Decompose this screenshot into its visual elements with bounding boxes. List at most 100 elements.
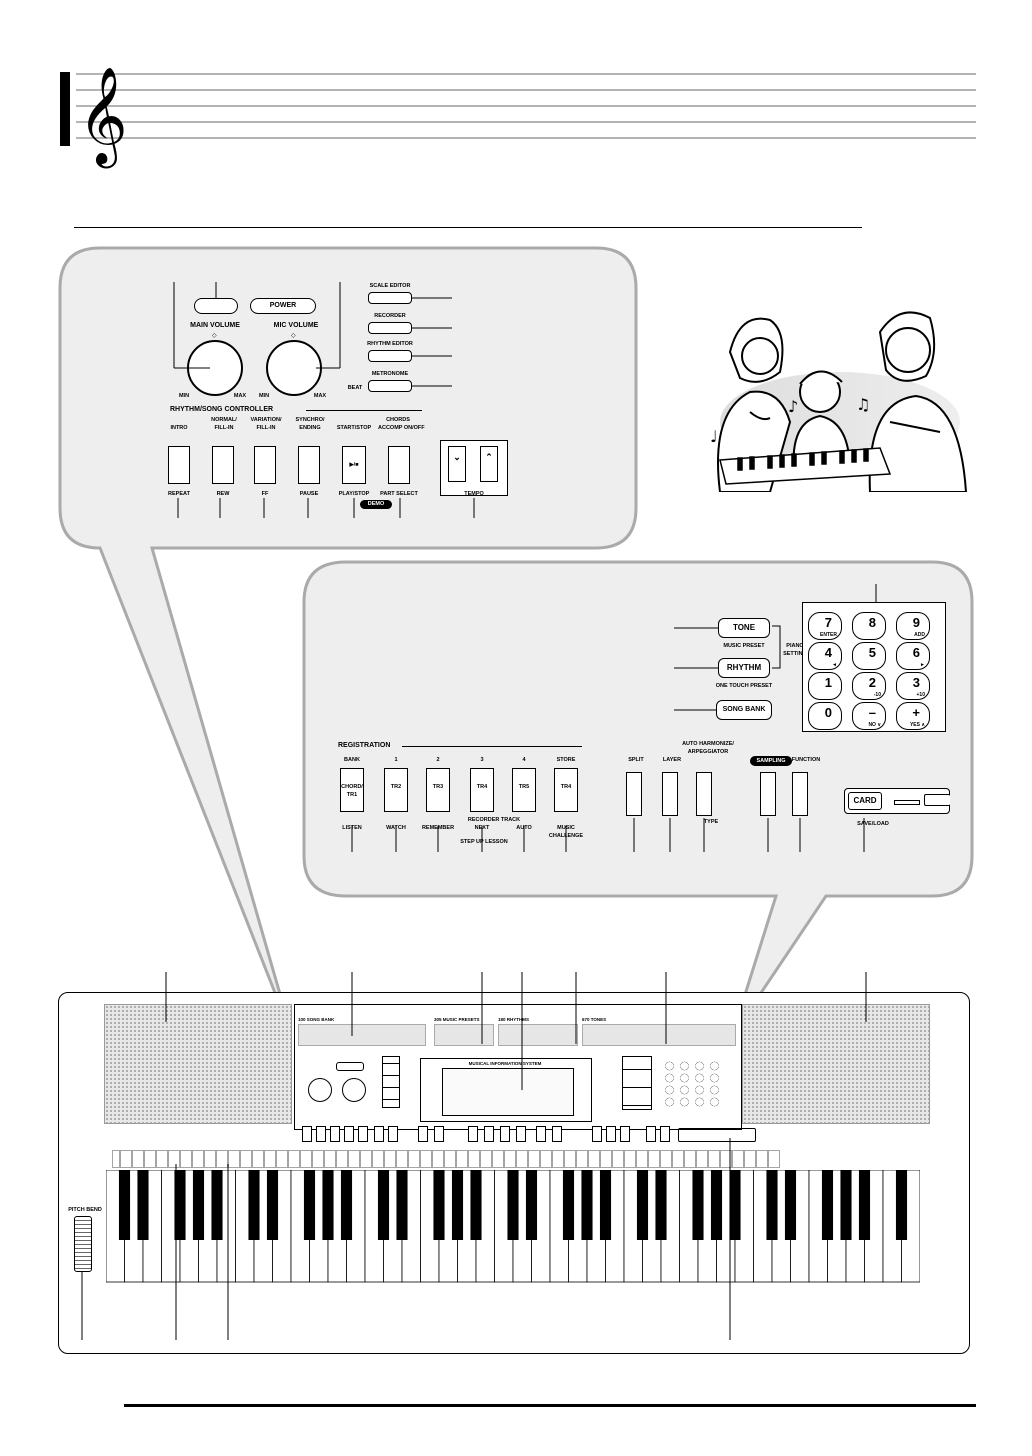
layer-button[interactable] <box>662 772 678 816</box>
number-key-6[interactable]: 1 <box>808 672 842 700</box>
mini-numpad[interactable] <box>662 1060 722 1108</box>
console-mini-button[interactable] <box>468 1126 478 1142</box>
black-key[interactable] <box>784 1170 797 1240</box>
metronome-button[interactable] <box>368 380 412 392</box>
black-key[interactable] <box>636 1170 649 1240</box>
registration-button-4[interactable]: TR5 <box>512 768 536 812</box>
mini-card-slot[interactable] <box>678 1128 756 1142</box>
card-button[interactable]: CARD <box>848 792 882 810</box>
black-key[interactable] <box>396 1170 408 1240</box>
black-key[interactable] <box>858 1170 871 1240</box>
rhythm-editor-button[interactable] <box>368 350 412 362</box>
console-mini-button[interactable] <box>374 1126 384 1142</box>
mini-side-buttons[interactable] <box>382 1056 400 1108</box>
black-key[interactable] <box>655 1170 667 1240</box>
console-mini-button[interactable] <box>536 1126 546 1142</box>
registration-button-1[interactable]: TR2 <box>384 768 408 812</box>
registration-button-5[interactable]: TR4 <box>554 768 578 812</box>
console-mini-button[interactable] <box>606 1126 616 1142</box>
console-mini-button[interactable] <box>620 1126 630 1142</box>
number-key-7[interactable]: 2-10 <box>852 672 886 700</box>
intro-button[interactable] <box>168 446 190 484</box>
rhythm-button[interactable]: RHYTHM <box>718 658 770 678</box>
black-key[interactable] <box>895 1170 908 1240</box>
black-key[interactable] <box>581 1170 593 1240</box>
black-key[interactable] <box>211 1170 223 1240</box>
number-key-8[interactable]: 3+10 <box>896 672 930 700</box>
recorder-button[interactable] <box>368 322 412 334</box>
black-key[interactable] <box>470 1170 482 1240</box>
piano-keyboard[interactable] <box>106 1170 920 1284</box>
number-key-5[interactable]: 6► <box>896 642 930 670</box>
power-button[interactable]: POWER <box>250 298 316 314</box>
accomp-on-off-button[interactable] <box>388 446 410 484</box>
black-key[interactable] <box>821 1170 834 1240</box>
scale-editor-button[interactable] <box>368 292 412 304</box>
auto-harmonize-button[interactable] <box>696 772 712 816</box>
pitch-bend-wheel[interactable] <box>74 1216 92 1272</box>
black-key[interactable] <box>692 1170 704 1240</box>
console-mini-button[interactable] <box>552 1126 562 1142</box>
mini-main-volume-knob[interactable] <box>308 1078 332 1102</box>
black-key[interactable] <box>340 1170 353 1240</box>
console-mini-button[interactable] <box>358 1126 368 1142</box>
card-slot[interactable] <box>894 800 920 805</box>
black-key[interactable] <box>377 1170 390 1240</box>
number-key-9[interactable]: 0 <box>808 702 842 730</box>
split-button[interactable] <box>626 772 642 816</box>
number-key-3[interactable]: 4◄ <box>808 642 842 670</box>
black-key[interactable] <box>729 1170 741 1240</box>
black-key[interactable] <box>710 1170 723 1240</box>
black-key[interactable] <box>766 1170 778 1240</box>
black-key[interactable] <box>433 1170 445 1240</box>
registration-button-2[interactable]: TR3 <box>426 768 450 812</box>
black-key[interactable] <box>507 1170 519 1240</box>
black-key[interactable] <box>192 1170 205 1240</box>
console-mini-button[interactable] <box>646 1126 656 1142</box>
tempo-down-button[interactable]: ⌄ <box>448 446 466 482</box>
number-key-1[interactable]: 8 <box>852 612 886 640</box>
black-key[interactable] <box>174 1170 186 1240</box>
black-key[interactable] <box>451 1170 464 1240</box>
function-button[interactable] <box>792 772 808 816</box>
black-key[interactable] <box>303 1170 316 1240</box>
black-key[interactable] <box>840 1170 852 1240</box>
console-mini-button[interactable] <box>434 1126 444 1142</box>
console-mini-button[interactable] <box>330 1126 340 1142</box>
console-mini-button[interactable] <box>500 1126 510 1142</box>
console-mini-button[interactable] <box>302 1126 312 1142</box>
console-mini-button[interactable] <box>484 1126 494 1142</box>
console-mini-button[interactable] <box>660 1126 670 1142</box>
number-key-11[interactable]: +YES ∧ <box>896 702 930 730</box>
black-key[interactable] <box>562 1170 575 1240</box>
black-key[interactable] <box>599 1170 612 1240</box>
sampling-button[interactable] <box>760 772 776 816</box>
black-key[interactable] <box>322 1170 334 1240</box>
console-mini-button[interactable] <box>592 1126 602 1142</box>
black-key[interactable] <box>266 1170 279 1240</box>
console-mini-button[interactable] <box>516 1126 526 1142</box>
black-key[interactable] <box>118 1170 131 1240</box>
normal-fill-in-button[interactable] <box>212 446 234 484</box>
console-mini-button[interactable] <box>388 1126 398 1142</box>
mini-tone-rhythm-buttons[interactable] <box>622 1056 652 1110</box>
console-mini-button[interactable] <box>418 1126 428 1142</box>
power-button-left[interactable] <box>194 298 238 314</box>
console-mini-button[interactable] <box>316 1126 326 1142</box>
song-bank-button[interactable]: SONG BANK <box>716 700 772 720</box>
console-mini-button[interactable] <box>344 1126 354 1142</box>
mini-power-button[interactable] <box>336 1062 364 1071</box>
tone-button[interactable]: TONE <box>718 618 770 638</box>
number-key-4[interactable]: 5 <box>852 642 886 670</box>
registration-button-0[interactable]: CHORD/ TR1 <box>340 768 364 812</box>
black-key[interactable] <box>248 1170 260 1240</box>
start-stop-button[interactable]: ▶/■ <box>342 446 366 484</box>
tempo-up-button[interactable]: ⌃ <box>480 446 498 482</box>
synchro-ending-button[interactable] <box>298 446 320 484</box>
mini-mic-volume-knob[interactable] <box>342 1078 366 1102</box>
mic-volume-knob[interactable] <box>266 340 322 396</box>
black-key[interactable] <box>525 1170 538 1240</box>
black-key[interactable] <box>137 1170 149 1240</box>
number-key-10[interactable]: –NO ∨ <box>852 702 886 730</box>
